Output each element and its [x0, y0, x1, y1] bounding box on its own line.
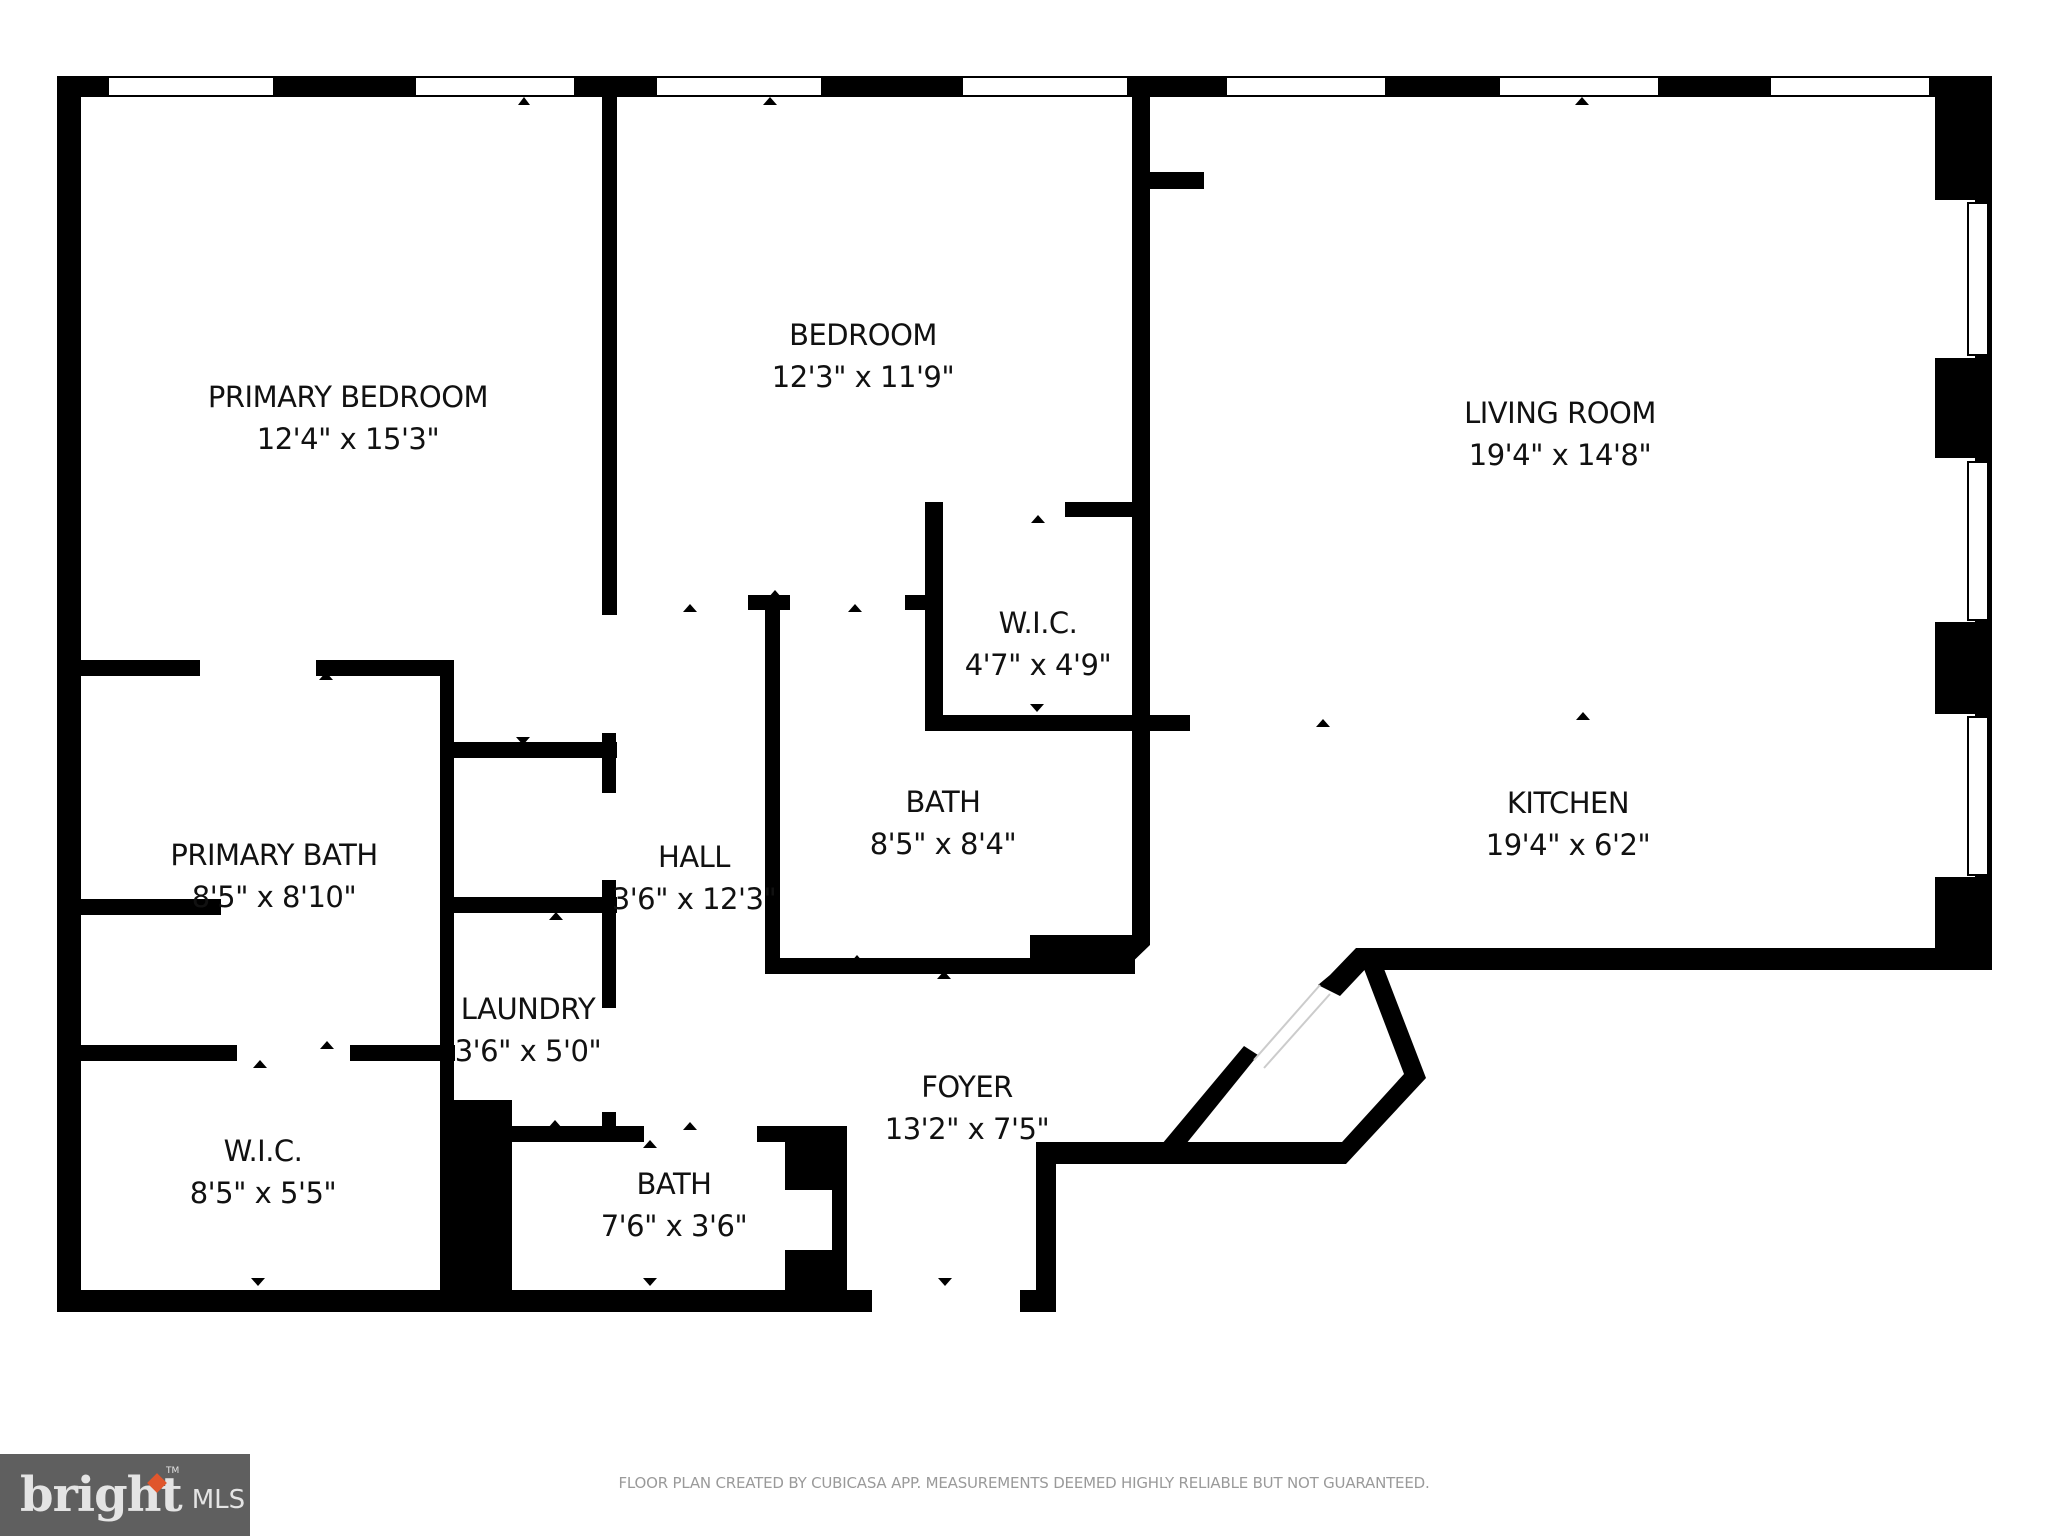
room-dimensions: 19'4" x 14'8"	[1468, 438, 1652, 472]
room-dimensions: 3'6" x 5'0"	[454, 1034, 602, 1068]
room-name: LIVING ROOM	[1464, 396, 1656, 430]
room-name: BEDROOM	[789, 318, 937, 352]
room-label-bath-half: BATH 7'6" x 3'6"	[601, 1163, 748, 1247]
room-dimensions: 8'5" x 8'10"	[191, 880, 357, 914]
right-windows	[1967, 202, 1989, 876]
room-name: PRIMARY BEDROOM	[207, 380, 489, 414]
room-name: BATH	[636, 1167, 712, 1201]
room-name: FOYER	[921, 1070, 1013, 1104]
room-dimensions: 12'3" x 11'9"	[771, 360, 955, 394]
room-dimensions: 8'5" x 5'5"	[189, 1176, 337, 1210]
room-dimensions: 19'4" x 6'2"	[1485, 828, 1651, 862]
logo-suffix-text: MLS	[191, 1485, 246, 1515]
room-label-bedroom: BEDROOM 12'3" x 11'9"	[771, 314, 955, 398]
room-dimensions: 13'2" x 7'5"	[884, 1112, 1050, 1146]
room-name: HALL	[658, 840, 730, 874]
entry-door-glass	[1253, 984, 1331, 1069]
logo-trademark: TM	[166, 1466, 180, 1476]
room-label-primary-bath: PRIMARY BATH 8'5" x 8'10"	[170, 834, 378, 918]
bright-mls-logo: bright TM MLS	[0, 1454, 250, 1536]
room-label-wic-bedroom: W.I.C. 4'7" x 4'9"	[965, 602, 1112, 686]
room-dimensions: 7'6" x 3'6"	[600, 1209, 748, 1243]
room-name: KITCHEN	[1506, 786, 1630, 820]
room-dimensions: 8'5" x 8'4"	[869, 827, 1017, 861]
room-name: W.I.C.	[998, 606, 1078, 640]
room-name: LAUNDRY	[460, 992, 596, 1026]
top-windows	[107, 76, 1931, 97]
room-dimensions: 3'6" x 12'3"	[611, 882, 777, 916]
room-name: W.I.C.	[223, 1134, 303, 1168]
room-label-foyer: FOYER 13'2" x 7'5"	[884, 1066, 1050, 1150]
room-label-wic-primary: W.I.C. 8'5" x 5'5"	[190, 1130, 337, 1214]
room-name: PRIMARY BATH	[170, 838, 378, 872]
interior-walls	[57, 97, 1426, 1312]
room-label-living-room: LIVING ROOM 19'4" x 14'8"	[1464, 392, 1656, 476]
room-label-kitchen: KITCHEN 19'4" x 6'2"	[1485, 782, 1651, 866]
room-name: BATH	[905, 785, 981, 819]
disclaimer-note: FLOOR PLAN CREATED BY CUBICASA APP. MEAS…	[618, 1474, 1430, 1492]
room-label-hall: HALL 3'6" x 12'3"	[611, 836, 777, 920]
room-dimensions: 12'4" x 15'3"	[256, 422, 440, 456]
room-dimensions: 4'7" x 4'9"	[964, 648, 1112, 682]
door-opening-markers	[251, 97, 1590, 1286]
room-label-bath-main: BATH 8'5" x 8'4"	[870, 781, 1017, 865]
room-label-primary-bedroom: PRIMARY BEDROOM 12'4" x 15'3"	[207, 376, 489, 460]
room-label-laundry: LAUNDRY 3'6" x 5'0"	[455, 988, 602, 1072]
